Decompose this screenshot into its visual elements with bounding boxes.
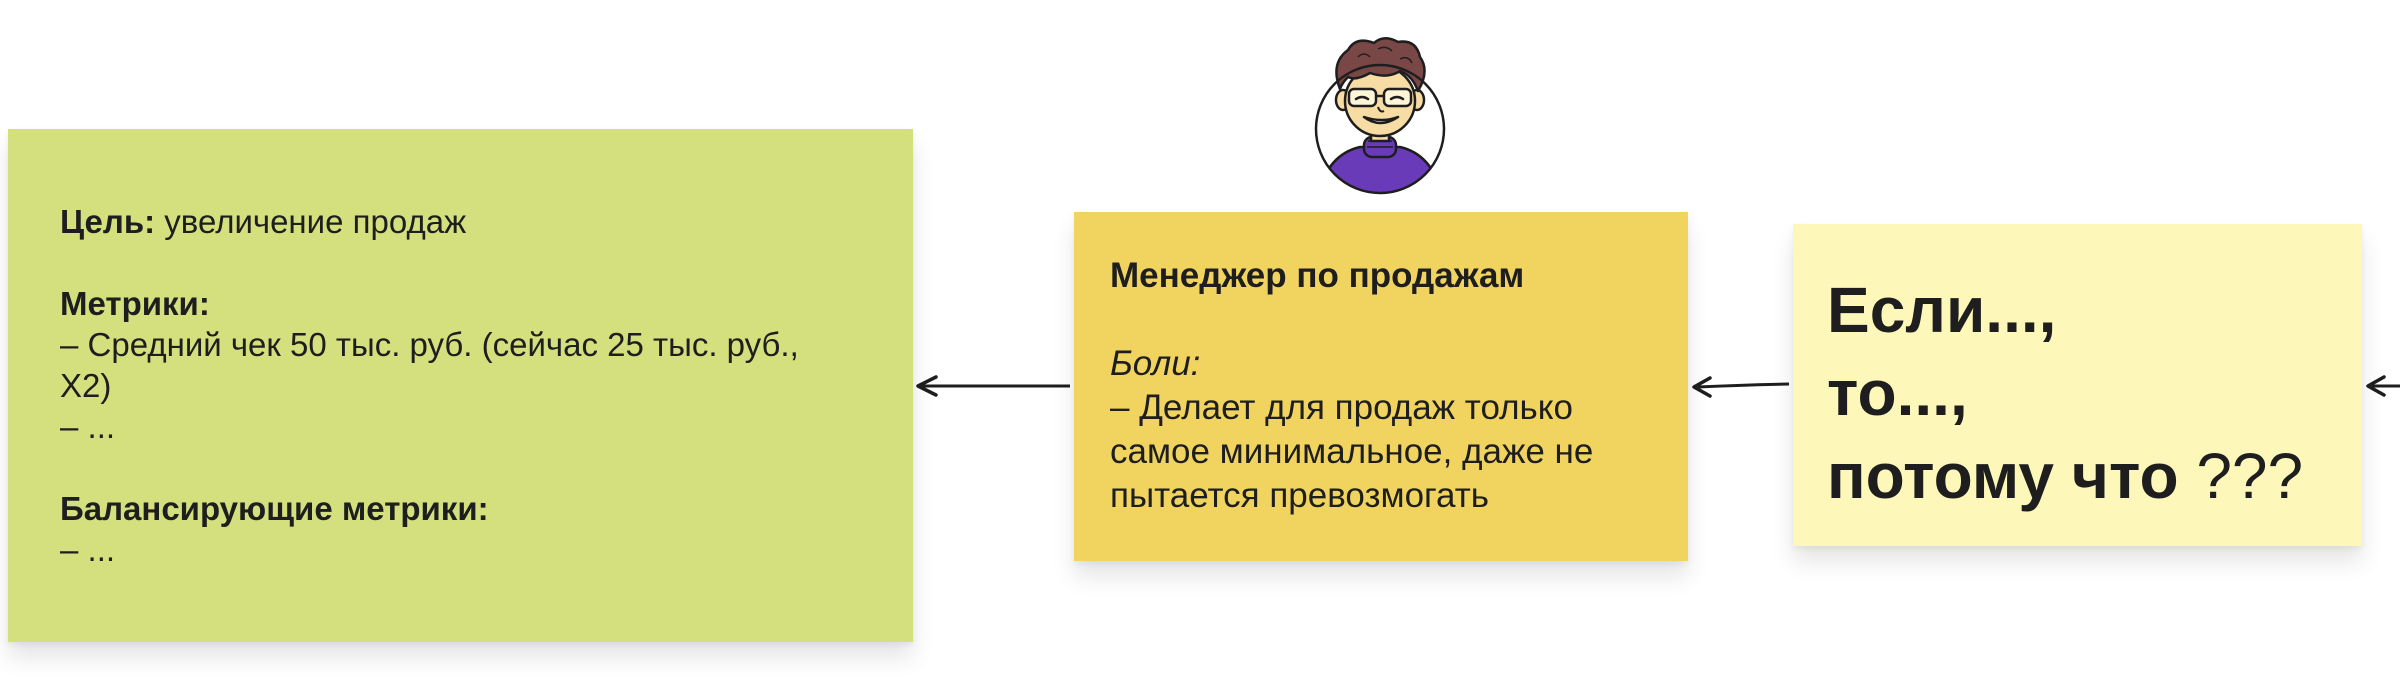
arrow-hypothesis-to-persona[interactable]	[1692, 376, 1790, 398]
hypothesis-because-word: потому что	[1827, 440, 2179, 512]
hypothesis-line-because: потому что ???	[1827, 435, 2328, 518]
hypothesis-line-if: Если...,	[1827, 274, 2057, 346]
metrics-line-1: – Средний чек 50 тыс. руб. (сейчас 25 ты…	[60, 326, 799, 404]
metrics-title: Метрики:	[60, 285, 210, 322]
pains-text: – Делает для продаж только самое минимал…	[1110, 388, 1594, 515]
persona-sticky-note[interactable]: Менеджер по продажам Боли: – Делает для …	[1074, 212, 1688, 561]
pains-label: Боли:	[1110, 344, 1201, 383]
hypothesis-because-placeholder: ???	[2178, 440, 2304, 512]
metrics-line-2: – ...	[60, 408, 116, 445]
goal-label: Цель:	[60, 203, 156, 240]
hypothesis-line-then: то...,	[1827, 357, 1968, 429]
balancing-metrics-line-1: – ...	[60, 531, 116, 568]
arrow-persona-to-goal[interactable]	[916, 375, 1070, 397]
goal-value: увеличение продаж	[155, 203, 467, 240]
balancing-metrics-title: Балансирующие метрики:	[60, 490, 489, 527]
arrow-incoming-to-hypothesis[interactable]	[2366, 375, 2400, 397]
goal-line: Цель: увеличение продаж	[60, 201, 861, 242]
goal-sticky-note[interactable]: Цель: увеличение продаж Метрики: – Средн…	[8, 129, 913, 642]
persona-title: Менеджер по продажам	[1110, 256, 1525, 295]
hypothesis-sticky-note[interactable]: Если..., то..., потому что ???	[1793, 224, 2362, 546]
manager-avatar-icon[interactable]	[1312, 33, 1448, 195]
